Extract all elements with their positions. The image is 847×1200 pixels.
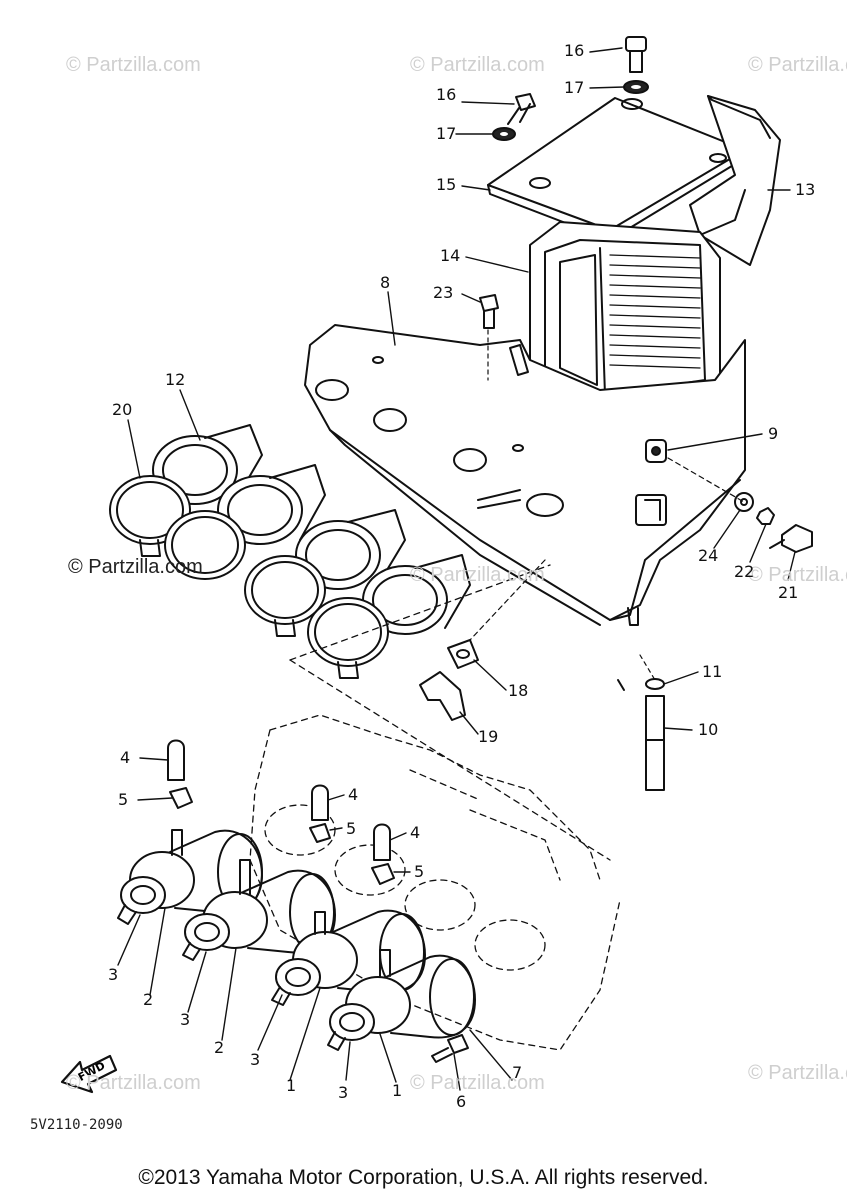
watermark: © Partzilla.com bbox=[410, 1072, 545, 1094]
caps-and-nuts bbox=[167, 739, 395, 885]
callout-4: 4 bbox=[348, 785, 359, 804]
callout-10: 10 bbox=[698, 720, 719, 739]
callout-20: 20 bbox=[112, 400, 133, 419]
callout-23: 23 bbox=[433, 283, 454, 302]
callout-3: 3 bbox=[250, 1050, 261, 1069]
intake-duct bbox=[689, 95, 781, 266]
reference-code: 5V2110-2090 bbox=[30, 1117, 123, 1133]
washer-24 bbox=[734, 492, 754, 512]
callout-24: 24 bbox=[698, 546, 719, 565]
callout-21: 21 bbox=[778, 583, 799, 602]
callout-3: 3 bbox=[108, 965, 119, 984]
callout-18: 18 bbox=[508, 681, 529, 700]
callout-22: 22 bbox=[734, 562, 755, 581]
callout-7: 7 bbox=[512, 1063, 523, 1082]
callout-9: 9 bbox=[768, 424, 779, 443]
callout-1: 1 bbox=[392, 1081, 403, 1100]
callout-5: 5 bbox=[118, 790, 129, 809]
watermark: © Partzilla.com bbox=[66, 54, 201, 76]
callout-5: 5 bbox=[414, 862, 425, 881]
callout-3: 3 bbox=[180, 1010, 191, 1029]
watermark: © Partzilla.com bbox=[748, 564, 847, 586]
watermark: © Partzilla.com bbox=[68, 556, 203, 578]
callout-5: 5 bbox=[346, 819, 357, 838]
callout-8: 8 bbox=[380, 273, 391, 292]
screw-6 bbox=[431, 1034, 469, 1063]
callout-14: 14 bbox=[440, 246, 461, 265]
copyright-notice: ©2013 Yamaha Motor Corporation, U.S.A. A… bbox=[138, 1166, 709, 1189]
callout-6: 6 bbox=[456, 1092, 467, 1111]
callout-16: 16 bbox=[436, 85, 457, 104]
elbow-19 bbox=[419, 671, 466, 721]
callout-3: 3 bbox=[338, 1083, 349, 1102]
callout-2: 2 bbox=[214, 1038, 225, 1057]
callout-13: 13 bbox=[795, 180, 816, 199]
drain-hose-10 bbox=[617, 654, 665, 791]
nut-22 bbox=[756, 507, 775, 525]
bolt-16-left bbox=[492, 93, 536, 141]
callout-15: 15 bbox=[436, 175, 457, 194]
air-box-body bbox=[304, 324, 746, 626]
grommet-9 bbox=[645, 439, 667, 463]
callout-19: 19 bbox=[478, 727, 499, 746]
callout-1: 1 bbox=[286, 1076, 297, 1095]
callout-17: 17 bbox=[436, 124, 457, 143]
leader-lines bbox=[117, 47, 796, 1091]
forward-arrow-icon bbox=[60, 1054, 118, 1094]
callout-16: 16 bbox=[564, 41, 585, 60]
carburetor-joints bbox=[117, 829, 476, 1051]
callout-4: 4 bbox=[410, 823, 421, 842]
grommet-18 bbox=[447, 639, 479, 669]
callout-12: 12 bbox=[165, 370, 186, 389]
bolt-21 bbox=[769, 524, 813, 553]
watermark: © Partzilla.com bbox=[410, 54, 545, 76]
watermark: © Partzilla.com bbox=[66, 1072, 201, 1094]
bolt-16-top bbox=[623, 36, 649, 94]
callout-4: 4 bbox=[120, 748, 131, 767]
watermark: © Partzilla.com bbox=[748, 54, 847, 76]
watermark: © Partzilla.com bbox=[410, 564, 545, 586]
callout-17: 17 bbox=[564, 78, 585, 97]
hose-clamps bbox=[109, 475, 389, 679]
bolt-23 bbox=[479, 294, 499, 381]
callout-11: 11 bbox=[702, 662, 723, 681]
watermark: © Partzilla.com bbox=[748, 1062, 847, 1084]
callout-2: 2 bbox=[143, 990, 154, 1009]
